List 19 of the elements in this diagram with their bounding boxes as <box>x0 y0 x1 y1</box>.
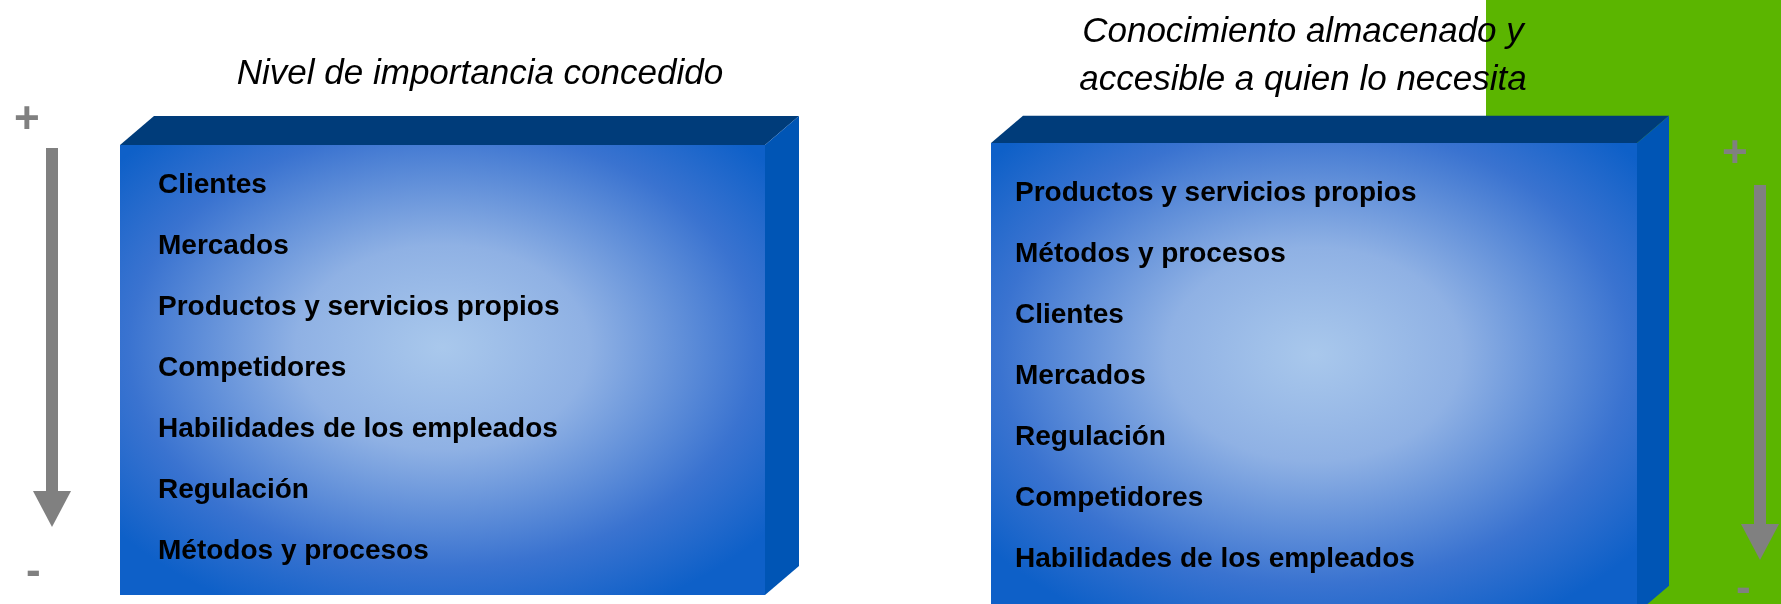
list-item: Productos y servicios propios <box>158 290 560 322</box>
list-item: Métodos y procesos <box>1015 237 1286 269</box>
box-heading: Nivel de importancia concedido <box>235 51 725 93</box>
list-item: Competidores <box>158 351 347 383</box>
list-item: Regulación <box>158 473 309 505</box>
list-item: Habilidades de los empleados <box>1015 542 1415 574</box>
list-item: Clientes <box>158 168 267 200</box>
list-item: Métodos y procesos <box>158 534 429 566</box>
sign-label: - <box>1736 565 1751 604</box>
list-item: Habilidades de los empleados <box>158 412 558 444</box>
list-item: Competidores <box>1015 481 1204 513</box>
list-item: Mercados <box>1015 359 1146 391</box>
sign-label: + <box>1722 130 1748 174</box>
list-item: Clientes <box>1015 298 1124 330</box>
list-item: Regulación <box>1015 420 1166 452</box>
list-item: Productos y servicios propios <box>1015 176 1417 208</box>
sign-label: + <box>14 96 40 140</box>
list-item: Mercados <box>158 229 289 261</box>
sign-label: - <box>26 548 41 592</box>
